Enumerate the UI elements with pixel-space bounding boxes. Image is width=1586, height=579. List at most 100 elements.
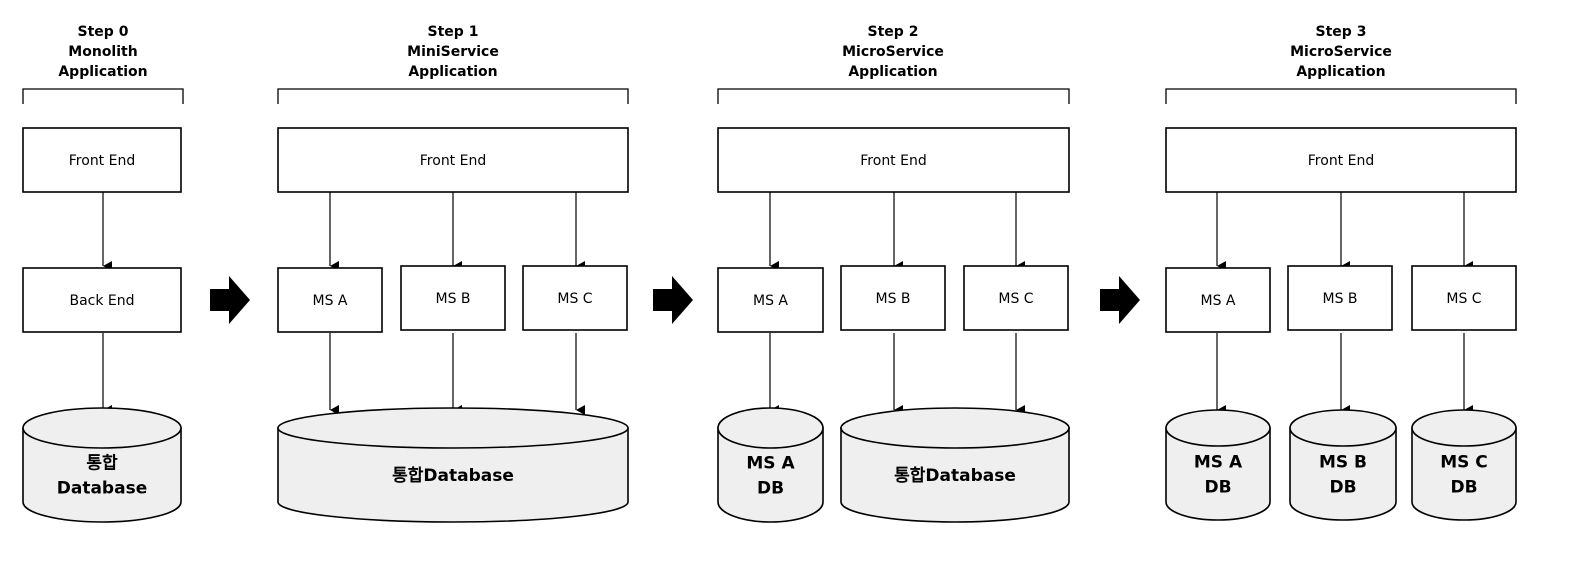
database-label: DB (1204, 478, 1231, 498)
transition-arrow-icon (653, 276, 693, 324)
database-top (1411, 409, 1517, 447)
database-label: MS A (746, 454, 795, 474)
step-heading-line: MicroService (842, 44, 944, 60)
service-rect (840, 265, 946, 331)
database-label: 통합Database (392, 465, 514, 486)
database-label: DB (1329, 478, 1356, 498)
front-end-label: Front End (69, 153, 135, 169)
database-body (840, 427, 1070, 523)
service-label: MS B (875, 291, 910, 307)
database-label: 통합Database (894, 465, 1016, 486)
service-label: MS A (1201, 293, 1236, 309)
step-heading-line: Step 1 (428, 24, 479, 40)
service-box: Back End (22, 267, 182, 333)
service-label: Back End (69, 293, 134, 309)
step-heading-line: Application (848, 64, 937, 80)
service-label: MS C (1446, 291, 1481, 307)
step-heading-line: Application (58, 64, 147, 80)
service-label: MS B (435, 291, 470, 307)
database-body (22, 427, 182, 523)
database-cylinder: 통합 Database (22, 407, 182, 523)
front-end-rect (22, 127, 182, 193)
database-cylinder: 통합Database (840, 407, 1070, 523)
database-body (1411, 427, 1517, 521)
database-cylinder: 통합Database (277, 407, 629, 523)
front-end-label: Front End (860, 153, 926, 169)
step-heading-line: Monolith (68, 44, 137, 60)
front-end-box: Front End (277, 127, 629, 193)
database-top (22, 407, 182, 449)
step-heading-line: MiniService (407, 44, 499, 60)
front-end-box: Front End (717, 127, 1070, 193)
service-rect (22, 267, 182, 333)
transition-arrow-icon (1100, 276, 1140, 324)
database-top (840, 407, 1070, 449)
service-rect (1165, 267, 1271, 333)
front-end-box: Front End (22, 127, 182, 193)
database-label: MS A (1194, 453, 1243, 473)
database-cylinder: MS A DB (1165, 409, 1271, 521)
front-end-label: Front End (1308, 153, 1374, 169)
service-box: MS B (1287, 265, 1393, 331)
database-top (717, 407, 824, 449)
database-body (717, 427, 824, 523)
service-label: MS C (557, 291, 592, 307)
service-box: MS C (522, 265, 628, 331)
step-heading-line: Application (408, 64, 497, 80)
database-label: MS B (1319, 453, 1367, 473)
service-label: MS A (753, 293, 788, 309)
step-heading-line: Application (1296, 64, 1385, 80)
transition-arrow-icon (210, 276, 250, 324)
service-rect (522, 265, 628, 331)
database-top (277, 407, 629, 449)
bracket (22, 88, 184, 104)
service-rect (717, 267, 824, 333)
service-box: MS B (400, 265, 506, 331)
bracket (1165, 88, 1517, 104)
bracket (717, 88, 1070, 104)
database-cylinder: MS C DB (1411, 409, 1517, 521)
service-rect (400, 265, 506, 331)
front-end-label: Front End (420, 153, 486, 169)
database-body (1289, 427, 1397, 521)
service-box: MS C (963, 265, 1069, 331)
service-label: MS A (313, 293, 348, 309)
front-end-box: Front End (1165, 127, 1517, 193)
front-end-rect (717, 127, 1070, 193)
database-cylinder: MS B DB (1289, 409, 1397, 521)
database-cylinder: MS A DB (717, 407, 824, 523)
database-label: MS C (1440, 453, 1488, 473)
step-heading-line: Step 2 (868, 24, 919, 40)
service-rect (277, 267, 383, 333)
service-rect (963, 265, 1069, 331)
service-box: MS A (277, 267, 383, 333)
service-box: MS A (1165, 267, 1271, 333)
service-rect (1287, 265, 1393, 331)
bracket (277, 88, 629, 104)
database-top (1289, 409, 1397, 447)
service-rect (1411, 265, 1517, 331)
service-box: MS A (717, 267, 824, 333)
service-box: MS C (1411, 265, 1517, 331)
front-end-rect (1165, 127, 1517, 193)
step-heading-line: Step 3 (1316, 24, 1367, 40)
database-label: 통합 (86, 453, 118, 474)
database-body (277, 427, 629, 523)
step-heading-line: Step 0 (78, 24, 129, 40)
database-top (1165, 409, 1271, 447)
database-label: Database (57, 479, 147, 499)
service-label: MS B (1322, 291, 1357, 307)
database-label: DB (1450, 478, 1477, 498)
database-body (1165, 427, 1271, 521)
service-box: MS B (840, 265, 946, 331)
database-label: DB (757, 479, 784, 499)
